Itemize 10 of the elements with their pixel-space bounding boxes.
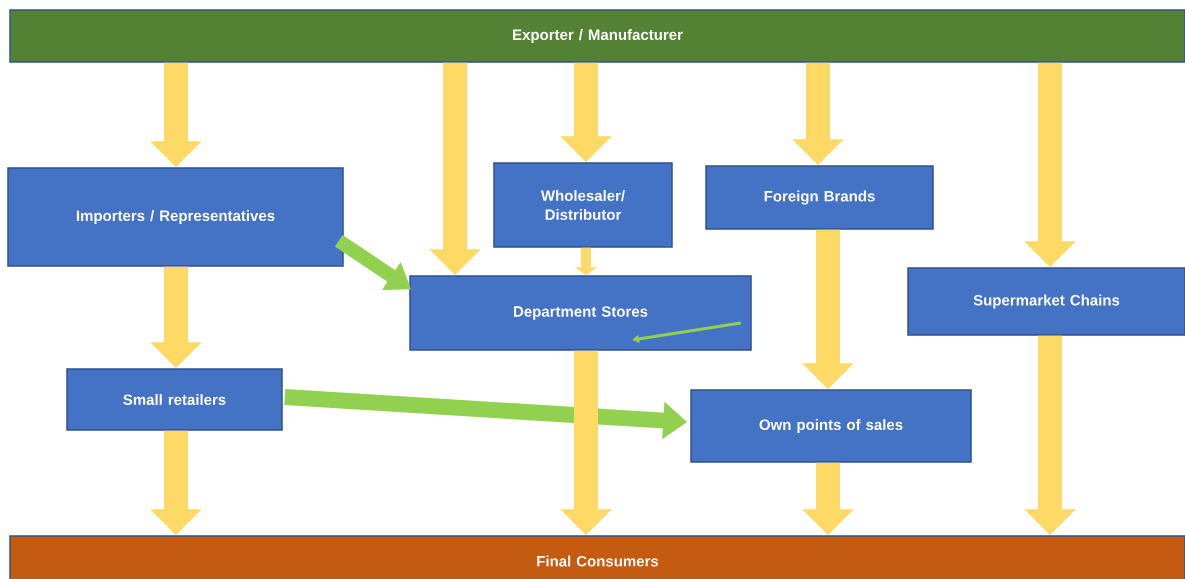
process-box: Foreign Brands (705, 165, 934, 230)
process-box: Wholesaler/ Distributor (493, 162, 673, 248)
bottom-band: Final Consumers (9, 535, 1185, 579)
process-box: Importers / Representatives (7, 167, 344, 267)
arrow (632, 321, 741, 344)
process-box: Supermarket Chains (907, 267, 1185, 336)
process-box: Own points of sales (690, 389, 972, 463)
process-box: Department Stores (409, 275, 752, 351)
top-band: Exporter / Manufacturer (9, 9, 1185, 63)
process-box: Small retailers (66, 368, 283, 431)
